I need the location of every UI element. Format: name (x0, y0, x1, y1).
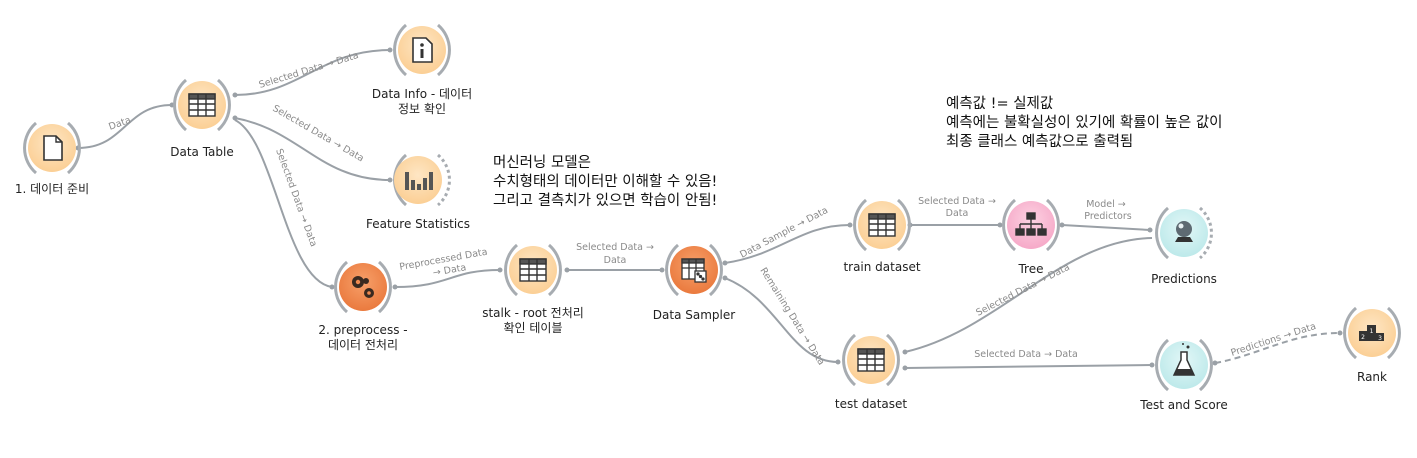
file-icon (43, 135, 63, 161)
link-label: Data (946, 208, 969, 219)
link-label: Selected Data → Data (258, 50, 360, 91)
note-line: 최종 클래스 예측값으로 출력됨 (946, 134, 1134, 150)
link-label: Predictions → Data (1230, 321, 1318, 359)
link-test-to-score[interactable] (904, 364, 1153, 369)
link-table-to-info[interactable] (234, 49, 391, 96)
node-preprocess[interactable] (334, 260, 392, 314)
link-label: Remaining Data → Data (757, 266, 826, 368)
link-file-to-table[interactable] (77, 104, 173, 149)
node-label-test-dataset: test dataset (834, 397, 908, 411)
link-label: Selected Data → Data (974, 349, 1078, 360)
link-sampler-to-test[interactable] (724, 277, 839, 363)
svg-text:2: 2 (1361, 334, 1365, 341)
table-icon (868, 213, 896, 237)
link-label: Data Sample → Data (738, 205, 830, 261)
node-tree[interactable] (1002, 198, 1060, 252)
info-icon (412, 37, 433, 63)
node-label-train-dataset: train dataset (843, 260, 921, 274)
note-line: 예측값 != 실제값 (946, 96, 1054, 112)
table-icon (857, 348, 885, 372)
node-stalk-table[interactable] (504, 243, 562, 297)
node-data-sampler[interactable] (665, 243, 723, 297)
link-score-to-rank[interactable] (1214, 332, 1341, 364)
node-label-line: 확인 테이블 (503, 321, 563, 335)
crystal-ball-icon (1175, 221, 1193, 242)
node-label-line: Data Info - 데이터 (371, 87, 473, 101)
table-icon (519, 258, 547, 282)
svg-text:1: 1 (1370, 328, 1374, 335)
link-table-to-stats[interactable] (234, 117, 391, 181)
node-label-tree: Tree (1018, 262, 1044, 276)
link-table-to-preprocess[interactable] (234, 119, 333, 288)
link-label: Data (604, 255, 627, 266)
link-tree-to-predictions[interactable] (1061, 224, 1151, 231)
node-data-info[interactable] (393, 23, 451, 77)
link-label: Model → (1086, 199, 1126, 210)
node-rank[interactable]: 2 1 3 (1343, 306, 1401, 360)
gears-icon (352, 276, 374, 298)
node-test-and-score[interactable] (1155, 338, 1213, 392)
node-label-data-sampler: Data Sampler (652, 308, 736, 322)
note-line: 머신러닝 모델은 (493, 155, 591, 171)
node-label-line: stalk - root 전처리 (482, 306, 584, 320)
node-label-test-and-score: Test and Score (1140, 398, 1228, 412)
node-label-preprocess: 2. preprocess - 데이터 전처리 (318, 323, 407, 353)
podium-icon: 2 1 3 (1359, 325, 1384, 342)
note-line: 그리고 결측치가 있으면 학습이 안됨! (493, 193, 718, 209)
link-sampler-to-train[interactable] (724, 224, 851, 264)
link-label: Selected Data → (918, 196, 996, 207)
node-train-dataset[interactable] (853, 198, 911, 252)
node-feature-statistics[interactable] (393, 153, 451, 207)
sampler-icon (681, 258, 707, 283)
node-predictions[interactable] (1155, 206, 1213, 260)
link-test-to-predictions[interactable] (904, 237, 1153, 353)
node-label-predictions: Predictions (1151, 272, 1217, 286)
node-label-line: 2. preprocess - (318, 323, 408, 337)
link-label: Selected Data → Data (273, 147, 319, 248)
note-prediction[interactable]: 예측값 != 실제값 예측에는 불확실성이 있기에 확률이 높은 값이 최종 클… (946, 95, 1223, 152)
node-label-rank: Rank (1357, 370, 1387, 384)
table-icon (188, 93, 216, 117)
link-preprocess-to-stalk[interactable] (394, 269, 501, 288)
node-label-stalk-table: stalk - root 전처리 확인 테이블 (482, 306, 584, 336)
tree-icon (1015, 212, 1047, 236)
node-label-line: 정보 확인 (398, 102, 446, 116)
node-label-data-info: Data Info - 데이터 정보 확인 (372, 87, 472, 117)
note-ml-model[interactable]: 머신러닝 모델은 수치형태의 데이터만 이해할 수 있음! 그리고 결측치가 있… (493, 154, 717, 211)
note-line: 수치형태의 데이터만 이해할 수 있음! (493, 174, 718, 190)
node-label-file: 1. 데이터 준비 (14, 182, 90, 196)
node-label-line: 데이터 전처리 (327, 338, 399, 352)
svg-text:3: 3 (1378, 335, 1382, 342)
node-data-table[interactable] (173, 78, 231, 132)
node-test-dataset[interactable] (842, 333, 900, 387)
link-label: Predictors (1084, 211, 1131, 222)
node-label-feature-statistics: Feature Statistics (365, 217, 471, 231)
note-line: 예측에는 불확실성이 있기에 확률이 높은 값이 (946, 115, 1223, 131)
node-label-data-table: Data Table (170, 145, 234, 159)
link-label: Selected Data → (576, 242, 654, 253)
node-file[interactable] (23, 121, 81, 175)
bar-chart-icon (405, 172, 433, 190)
flask-icon (1172, 343, 1196, 376)
